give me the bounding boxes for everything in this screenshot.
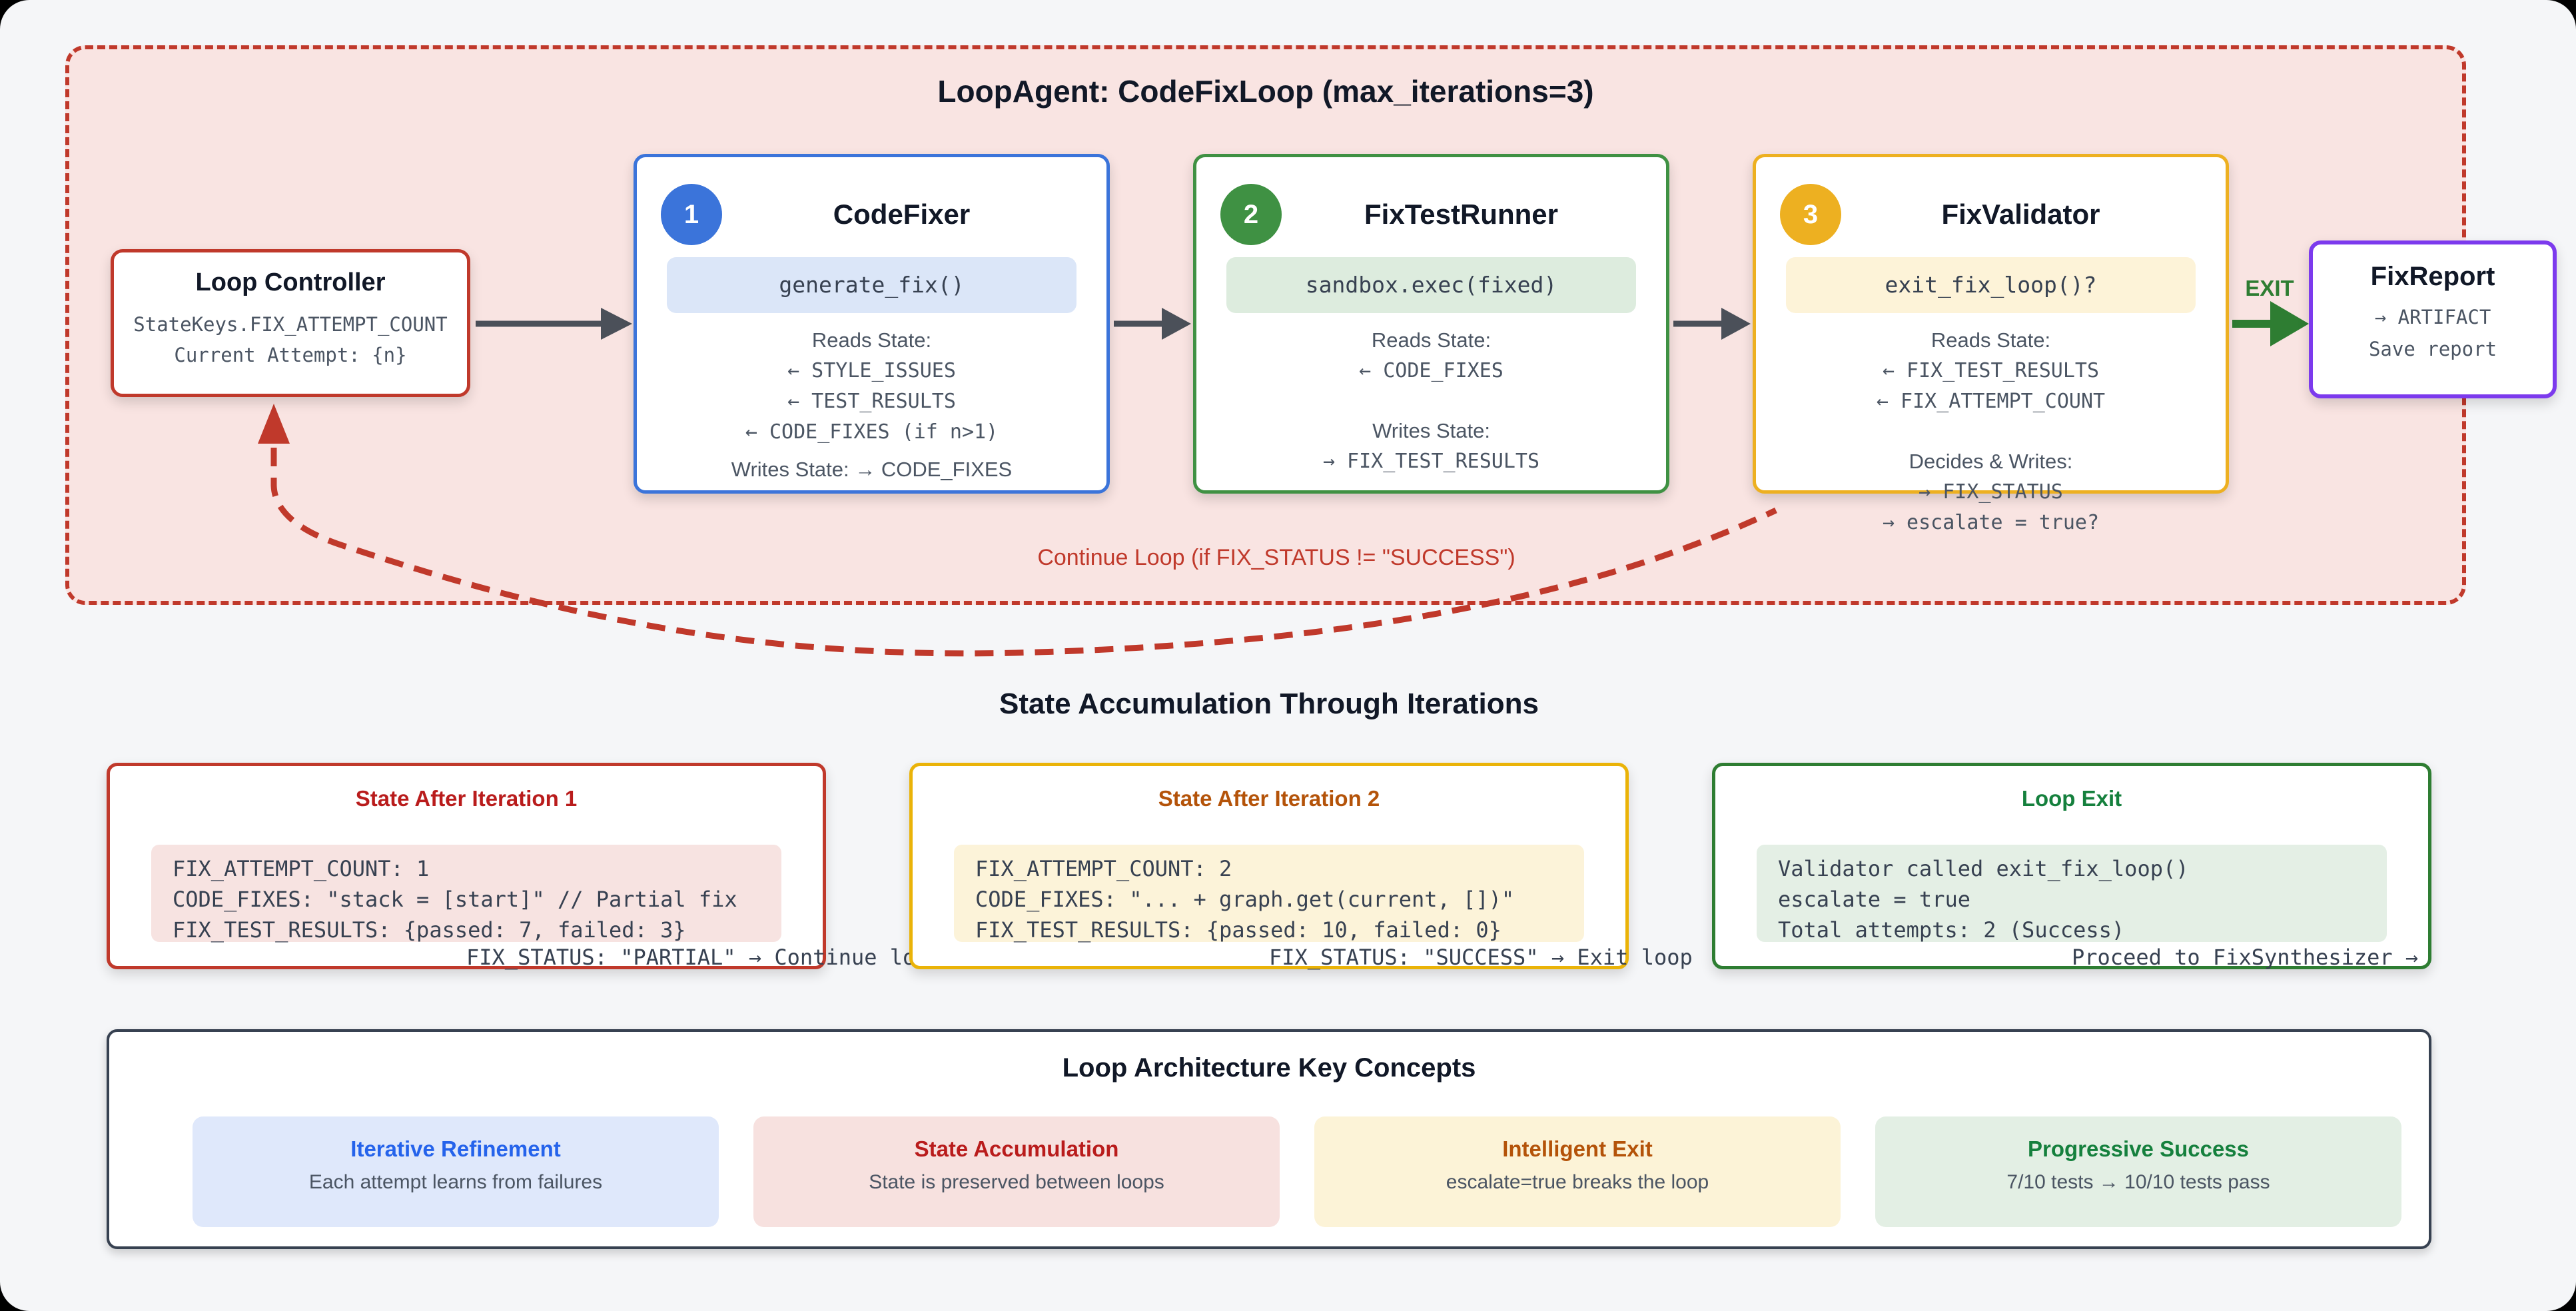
- state-box-loop-exit: Loop Exit Validator called exit_fix_loop…: [1712, 763, 2431, 970]
- state-overflow-line: FIX_STATUS: "SUCCESS" → Exit loop: [1269, 945, 1693, 970]
- fixreport-artifact-line: → ARTIFACT: [2374, 306, 2491, 328]
- write-item: → FIX_STATUS: [1919, 480, 2063, 504]
- code-line: FIX_ATTEMPT_COUNT: 2: [975, 856, 1232, 881]
- controller-attempt-line: Current Attempt: {n}: [174, 344, 407, 366]
- concept-card-progressive-success: Progressive Success 7/10 tests → 10/10 t…: [1875, 1116, 2401, 1227]
- code-line: FIX_TEST_RESULTS: {passed: 7, failed: 3}: [173, 917, 686, 943]
- writes-state-label: Writes State:: [1372, 419, 1490, 442]
- read-item: ← TEST_RESULTS: [787, 390, 956, 413]
- fixreport-save-line: Save report: [2368, 338, 2497, 360]
- key-concepts-heading: Loop Architecture Key Concepts: [1062, 1053, 1476, 1083]
- concept-card-iterative-refinement: Iterative Refinement Each attempt learns…: [193, 1116, 719, 1227]
- read-item: ← STYLE_ISSUES: [787, 359, 956, 382]
- state-box-title: Loop Exit: [2021, 786, 2122, 811]
- code-line: FIX_ATTEMPT_COUNT: 1: [173, 856, 430, 881]
- state-code-block: Validator called exit_fix_loop() escalat…: [1757, 845, 2387, 943]
- step-3-badge: 3: [1780, 184, 1841, 245]
- state-overflow-line: Proceed to FixSynthesizer →: [2072, 945, 2419, 970]
- concept-desc: State is preserved between loops: [869, 1171, 1164, 1193]
- controller-statekey-line: StateKeys.FIX_ATTEMPT_COUNT: [133, 313, 448, 336]
- loop-agent-container: LoopAgent: CodeFixLoop (max_iterations=3…: [65, 45, 2557, 657]
- exit-arrow-icon: [2232, 301, 2309, 346]
- flow-arrow-icon: [1114, 308, 1191, 340]
- loop-controller-box: Loop Controller StateKeys.FIX_ATTEMPT_CO…: [111, 249, 470, 397]
- read-item: ← FIX_ATTEMPT_COUNT: [1876, 390, 2106, 413]
- read-item: ← CODE_FIXES: [1359, 359, 1503, 382]
- writes-state-line: Writes State: → CODE_FIXES: [731, 458, 1013, 481]
- concept-desc: 7/10 tests → 10/10 tests pass: [2006, 1171, 2270, 1193]
- concept-title: Progressive Success: [2027, 1136, 2250, 1161]
- method-pill: generate_fix(): [667, 257, 1076, 313]
- reads-state-label: Reads State:: [1931, 328, 2051, 352]
- decides-writes-label: Decides & Writes:: [1909, 450, 2073, 473]
- code-line: Total attempts: 2 (Success): [1778, 917, 2125, 943]
- fixreport-title: FixReport: [2370, 262, 2495, 291]
- state-box-iteration-2: State After Iteration 2 FIX_ATTEMPT_COUN…: [909, 763, 1693, 970]
- state-overflow-line: FIX_STATUS: "PARTIAL" → Continue loop: [466, 945, 941, 970]
- continue-loop-label: Continue Loop (if FIX_STATUS != "SUCCESS…: [1037, 545, 1515, 570]
- state-code-block: FIX_ATTEMPT_COUNT: 2 CODE_FIXES: "... + …: [954, 845, 1584, 943]
- state-box-title: State After Iteration 1: [355, 786, 578, 811]
- method-pill: sandbox.exec(fixed): [1226, 257, 1636, 313]
- fixreport-box: FixReport → ARTIFACT Save report: [2309, 240, 2557, 398]
- read-item: ← FIX_TEST_RESULTS: [1882, 359, 2100, 382]
- read-item: ← CODE_FIXES (if n>1): [745, 420, 999, 444]
- step-2-badge: 2: [1220, 184, 1282, 245]
- loop-return-arrow-icon: [258, 404, 1777, 657]
- loop-controller-title: Loop Controller: [195, 268, 386, 296]
- key-concepts-box: Loop Architecture Key Concepts Iterative…: [107, 1029, 2431, 1249]
- code-line: FIX_TEST_RESULTS: {passed: 10, failed: 0…: [975, 917, 1502, 943]
- agent-box-codefixer: 1 CodeFixer generate_fix() Reads State: …: [634, 154, 1110, 494]
- concept-desc: Each attempt learns from failures: [308, 1171, 603, 1193]
- concept-title: Intelligent Exit: [1502, 1136, 1653, 1161]
- exit-label: EXIT: [2245, 276, 2294, 300]
- code-line: escalate = true: [1778, 887, 1970, 912]
- concept-title: Iterative Refinement: [350, 1136, 561, 1161]
- step-1-badge: 1: [661, 184, 722, 245]
- code-line: Validator called exit_fix_loop(): [1778, 856, 2189, 881]
- concept-card-state-accumulation: State Accumulation State is preserved be…: [753, 1116, 1280, 1227]
- reads-state-label: Reads State:: [1371, 328, 1492, 352]
- code-line: CODE_FIXES: "stack = [start]" // Partial…: [173, 887, 737, 912]
- code-line: CODE_FIXES: "... + graph.get(current, []…: [975, 887, 1515, 912]
- flow-arrows-layer: [258, 301, 2309, 657]
- agent-box-fixvalidator: 3 FixValidator exit_fix_loop()? Reads St…: [1753, 154, 2229, 534]
- concept-desc: escalate=true breaks the loop: [1446, 1171, 1709, 1193]
- concept-card-intelligent-exit: Intelligent Exit escalate=true breaks th…: [1314, 1116, 1841, 1227]
- agent-box-fixtestrunner: 2 FixTestRunner sandbox.exec(fixed) Read…: [1193, 154, 1669, 494]
- write-item: → escalate = true?: [1882, 511, 2100, 534]
- state-box-iteration-1: State After Iteration 1 FIX_ATTEMPT_COUN…: [107, 763, 941, 970]
- reads-state-label: Reads State:: [811, 328, 932, 352]
- state-box-title: State After Iteration 2: [1158, 786, 1380, 811]
- concept-title: State Accumulation: [914, 1136, 1119, 1161]
- flow-arrow-icon: [1673, 308, 1751, 340]
- loop-agent-title: LoopAgent: CodeFixLoop (max_iterations=3…: [937, 74, 1594, 109]
- agent-title: CodeFixer: [833, 199, 971, 230]
- state-code-block: FIX_ATTEMPT_COUNT: 1 CODE_FIXES: "stack …: [151, 845, 781, 943]
- write-item: → FIX_TEST_RESULTS: [1322, 450, 1540, 473]
- method-pill: exit_fix_loop()?: [1786, 257, 2196, 313]
- state-section-heading: State Accumulation Through Iterations: [999, 687, 1539, 720]
- agent-title: FixValidator: [1941, 199, 2100, 230]
- agent-title: FixTestRunner: [1364, 199, 1558, 230]
- flow-arrow-icon: [476, 308, 632, 340]
